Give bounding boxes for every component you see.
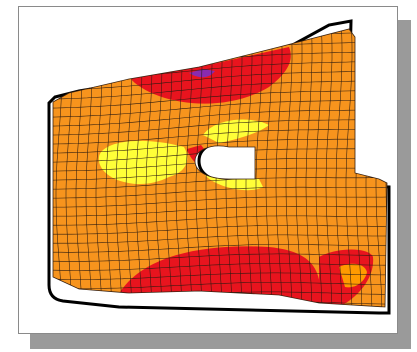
- mesh-line: [52, 320, 394, 325]
- contour-yellow-upper: [203, 119, 269, 143]
- mesh-line: [265, 29, 273, 307]
- mesh-line: [53, 196, 387, 208]
- plot-frame: [18, 6, 398, 334]
- mesh-line: [53, 225, 387, 235]
- mesh-line: [53, 186, 387, 199]
- mesh-line: [335, 29, 343, 307]
- mesh-line: [53, 244, 387, 253]
- mesh-line: [53, 234, 387, 244]
- mesh-line: [345, 29, 353, 307]
- mesh-line: [53, 128, 387, 145]
- mesh-line: [295, 29, 303, 307]
- contour-yellow-left: [98, 140, 188, 184]
- contour-body: [50, 7, 394, 325]
- mesh-line: [53, 272, 387, 280]
- mesh-line: [315, 29, 323, 307]
- fea-contour-plot: [47, 7, 394, 325]
- mesh-line: [285, 29, 293, 307]
- mesh-line: [50, 7, 392, 18]
- mesh-line: [53, 138, 387, 154]
- mesh-line: [53, 206, 387, 217]
- mesh-line: [53, 263, 387, 271]
- mesh-line: [53, 109, 387, 127]
- mesh-line: [53, 70, 387, 91]
- mesh-line: [53, 253, 387, 262]
- mesh-line: [275, 29, 283, 307]
- mesh-line: [325, 29, 333, 307]
- mesh-line: [53, 118, 387, 136]
- mesh-line: [305, 29, 313, 307]
- deformed-outline: [52, 28, 388, 308]
- mesh-line: [53, 177, 387, 190]
- mesh-line: [53, 79, 387, 100]
- mesh-line: [53, 89, 387, 109]
- mesh-line: [53, 215, 387, 226]
- mesh-line: [53, 282, 387, 289]
- mesh-line: [53, 99, 387, 118]
